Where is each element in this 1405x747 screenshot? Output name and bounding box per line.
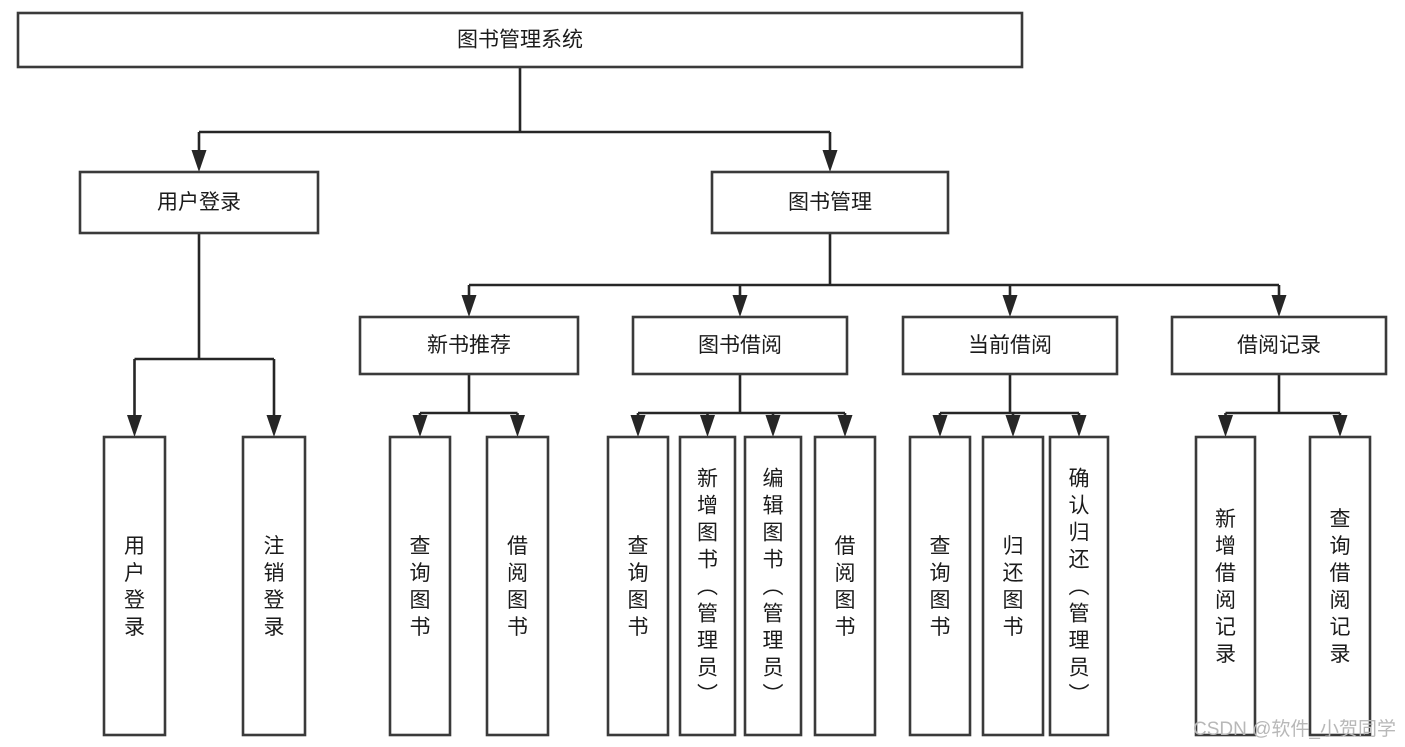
node-box[interactable] <box>1194 435 1257 737</box>
node-l2-user-login[interactable]: 用户登录 <box>78 170 320 235</box>
node-label: 借阅记录 <box>1237 334 1321 357</box>
node-box[interactable] <box>710 170 950 235</box>
node-l4-borrow-book-a[interactable]: 借阅图书 <box>485 435 550 737</box>
node-label: 查询借阅记录 <box>1330 508 1351 666</box>
arrow-head-icon <box>1005 415 1021 437</box>
arrow-head-icon <box>510 415 525 437</box>
node-box[interactable] <box>981 435 1045 737</box>
csdn-watermark: CSDN @软件_小贺同学 <box>1193 718 1396 740</box>
node-box[interactable] <box>1308 435 1372 737</box>
node-label: 用户登录 <box>157 191 241 214</box>
node-box[interactable] <box>678 435 737 737</box>
arrow-head-icon <box>1271 295 1287 317</box>
node-label: 新增借阅记录 <box>1215 508 1236 666</box>
node-box[interactable] <box>78 170 320 235</box>
arrow-head-icon <box>765 415 781 437</box>
node-box[interactable] <box>388 435 452 737</box>
node-box[interactable] <box>102 435 167 737</box>
arrow-head-icon <box>1218 415 1233 437</box>
arrow-head-icon <box>412 415 428 437</box>
node-l4-user-logout[interactable]: 注销登录 <box>241 435 307 737</box>
node-label: 查询图书 <box>628 535 649 639</box>
node-box[interactable] <box>901 315 1119 376</box>
node-box[interactable] <box>241 435 307 737</box>
node-box[interactable] <box>743 435 803 737</box>
node-l4-confirm-return[interactable]: 确认归还︵管理员︶ <box>1048 435 1110 737</box>
arrow-head-icon <box>630 415 646 437</box>
node-label: 查询图书 <box>930 535 951 639</box>
node-l3-book-borrow[interactable]: 图书借阅 <box>631 315 849 376</box>
arrow-head-icon <box>1332 415 1348 437</box>
arrow-head-icon <box>266 415 282 437</box>
node-box[interactable] <box>908 435 972 737</box>
arrow-head-icon <box>837 415 853 437</box>
node-l2-book-manage[interactable]: 图书管理 <box>710 170 950 235</box>
arrow-head-icon <box>932 415 948 437</box>
node-l4-edit-book[interactable]: 编辑图书︵管理员︶ <box>743 435 803 737</box>
node-box[interactable] <box>485 435 550 737</box>
node-l4-query-book-b[interactable]: 查询图书 <box>606 435 670 737</box>
node-l4-query-book-a[interactable]: 查询图书 <box>388 435 452 737</box>
arrow-head-icon <box>461 295 477 317</box>
node-label: 归还图书 <box>1003 535 1024 639</box>
node-l4-add-record[interactable]: 新增借阅记录 <box>1194 435 1257 737</box>
node-label: 编辑图书︵管理员︶ <box>763 468 784 707</box>
node-box[interactable] <box>606 435 670 737</box>
node-box[interactable] <box>813 435 877 737</box>
node-label: 图书借阅 <box>698 334 782 357</box>
node-l3-current-borrow[interactable]: 当前借阅 <box>901 315 1119 376</box>
node-box[interactable] <box>1048 435 1110 737</box>
node-label: 借阅图书 <box>507 535 528 639</box>
node-l4-query-record[interactable]: 查询借阅记录 <box>1308 435 1372 737</box>
arrow-head-icon <box>127 415 142 437</box>
node-label: 用户登录 <box>124 535 145 639</box>
node-l3-borrow-record[interactable]: 借阅记录 <box>1170 315 1388 376</box>
node-label: 当前借阅 <box>968 334 1052 357</box>
arrow-head-icon <box>822 150 838 172</box>
node-l4-borrow-book-b[interactable]: 借阅图书 <box>813 435 877 737</box>
node-l3-new-book-rec[interactable]: 新书推荐 <box>358 315 580 376</box>
node-label: 查询图书 <box>410 535 431 639</box>
arrow-head-icon <box>1002 295 1018 317</box>
node-l4-user-login[interactable]: 用户登录 <box>102 435 167 737</box>
node-label: 确认归还︵管理员︶ <box>1069 468 1090 707</box>
node-box[interactable] <box>1170 315 1388 376</box>
node-box[interactable] <box>631 315 849 376</box>
node-l4-return-book[interactable]: 归还图书 <box>981 435 1045 737</box>
node-l4-query-book-c[interactable]: 查询图书 <box>908 435 972 737</box>
connector-layer <box>127 67 1348 437</box>
node-l4-add-book[interactable]: 新增图书︵管理员︶ <box>678 435 737 737</box>
arrow-head-icon <box>191 150 207 172</box>
node-label: 图书管理 <box>788 191 872 214</box>
node-label: 新书推荐 <box>427 334 511 357</box>
node-layer: 图书管理系统用户登录图书管理新书推荐图书借阅当前借阅借阅记录用户登录注销登录查询… <box>16 11 1388 737</box>
node-label: 注销登录 <box>264 535 285 639</box>
arrow-head-icon <box>700 415 715 437</box>
node-label: 新增图书︵管理员︶ <box>697 468 718 707</box>
node-label: 借阅图书 <box>835 535 856 639</box>
arrow-head-icon <box>732 295 748 317</box>
node-box[interactable] <box>358 315 580 376</box>
node-box[interactable] <box>16 11 1024 69</box>
arrow-head-icon <box>1071 415 1087 437</box>
node-label: 图书管理系统 <box>457 29 583 52</box>
node-root[interactable]: 图书管理系统 <box>16 11 1024 69</box>
